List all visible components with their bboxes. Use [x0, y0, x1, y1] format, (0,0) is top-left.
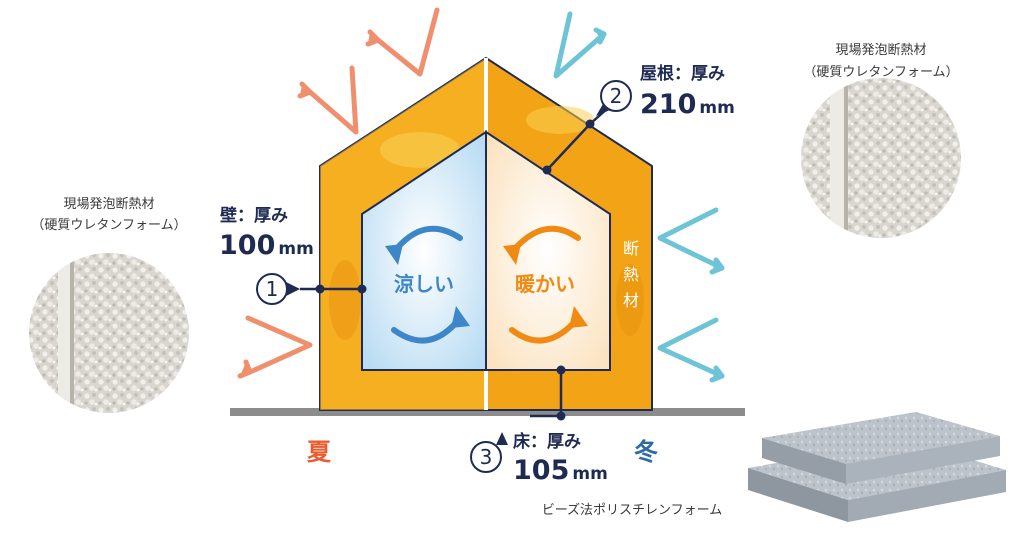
- season-winter: 冬: [634, 438, 658, 466]
- reflect-arrow-icon: [553, 11, 725, 383]
- callout-wall-number: 1: [266, 277, 279, 301]
- callout-floor-number: 3: [480, 445, 493, 469]
- polystyrene-board-image: [748, 412, 1006, 522]
- foam-label-right-line1: 現場発泡断熱材: [835, 43, 926, 58]
- insulation-label-char-2: 熱: [623, 265, 639, 284]
- callout-roof-title: 屋根：厚み: [640, 63, 725, 84]
- ground-line: [230, 408, 745, 416]
- board-label: ビーズ法ポリスチレンフォーム: [542, 502, 723, 518]
- room-label-cool: 涼しい: [394, 272, 454, 296]
- insulation-label-char-1: 断: [623, 239, 639, 258]
- insulation-label-char-3: 材: [623, 291, 639, 310]
- room-label-warm: 暖かい: [515, 272, 575, 296]
- callout-roof-number: 2: [610, 84, 623, 108]
- reflect-arrow-icon: [237, 7, 440, 379]
- foam-photo-left: [29, 253, 189, 413]
- callout-wall-title: 壁：厚み: [220, 205, 288, 226]
- season-summer: 夏: [307, 438, 332, 466]
- cycle-arrowhead-icon: [503, 244, 588, 328]
- callout-floor-title: 床：厚み: [513, 431, 581, 452]
- foam-label-left-line1: 現場発泡断熱材: [63, 197, 154, 212]
- foam-label-left-line2: （硬質ウレタンフォーム）: [31, 218, 186, 233]
- foam-photo-right: [801, 78, 961, 238]
- cycle-arrowhead-icon: [385, 244, 470, 328]
- warm-room: [485, 130, 611, 371]
- foam-label-right-line2: （硬質ウレタンフォーム）: [803, 65, 958, 80]
